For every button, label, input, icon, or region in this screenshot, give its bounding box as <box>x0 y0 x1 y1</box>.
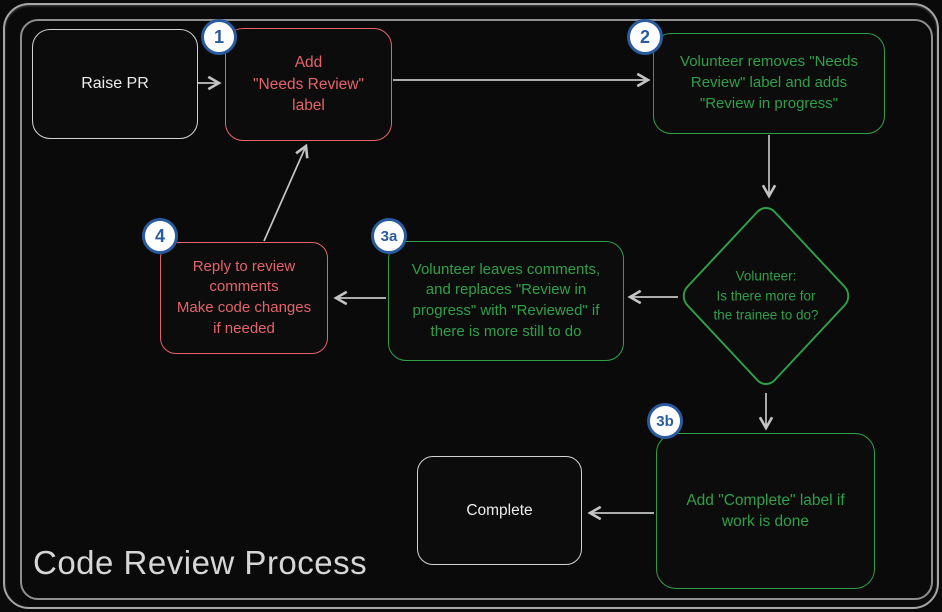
node-leaves-comments-label: Volunteer leaves comments, and replaces … <box>411 260 601 340</box>
step-badge-4: 4 <box>142 218 178 254</box>
step-badge-3a: 3a <box>371 218 407 254</box>
node-raise-pr-label: Raise PR <box>81 74 149 92</box>
page-title: Code Review Process <box>33 544 368 581</box>
node-raise-pr: Raise PR <box>32 29 198 139</box>
node-leaves-comments: Volunteer leaves comments, and replaces … <box>388 241 624 361</box>
step-badge-1: 1 <box>201 19 237 55</box>
node-add-needs-review: Add "Needs Review" label <box>225 28 392 141</box>
node-reply-comments: Reply to review comments Make code chang… <box>160 242 328 354</box>
node-add-complete-label: Add "Complete" label if work is done <box>686 491 845 530</box>
node-volunteer-removes-label: Volunteer removes "Needs Review" label a… <box>680 53 858 112</box>
node-complete: Complete <box>417 456 582 565</box>
node-add-complete: Add "Complete" label if work is done <box>656 433 875 589</box>
node-volunteer-removes: Volunteer removes "Needs Review" label a… <box>653 33 885 134</box>
arrow-4-to-1 <box>263 143 309 242</box>
node-complete-label: Complete <box>466 501 533 519</box>
step-badge-2: 2 <box>627 19 663 55</box>
step-badge-3b: 3b <box>647 403 683 439</box>
node-decision-label: Volunteer: Is there more for the trainee… <box>713 268 819 323</box>
node-add-needs-review-label: Add "Needs Review" label <box>253 54 364 115</box>
node-reply-comments-label: Reply to review comments Make code chang… <box>176 257 312 337</box>
